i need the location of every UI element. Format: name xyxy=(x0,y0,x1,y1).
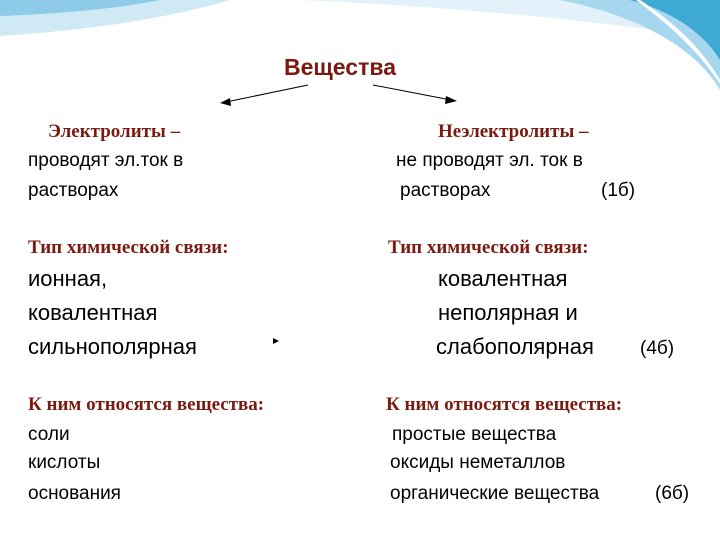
nonelectrolytes-heading: Неэлектролиты – xyxy=(438,121,589,142)
right-bond-line-3: слабополярная xyxy=(436,334,594,359)
left-bond-line-3: сильнополярная xyxy=(28,334,197,359)
left-bond-line-1: ионная, xyxy=(28,266,108,291)
left-substance-3: основания xyxy=(28,483,121,504)
right-bond-line-2: неполярная и xyxy=(438,300,578,325)
right-substances-heading: К ним относятся вещества: xyxy=(386,394,623,415)
score-2: (4б) xyxy=(640,338,675,359)
score-3: (6б) xyxy=(655,483,690,504)
score-1: (1б) xyxy=(601,180,636,201)
right-bond-heading: Тип химической связи: xyxy=(388,237,589,258)
right-bond-line-1: ковалентная xyxy=(438,266,568,291)
left-substances-heading: К ним относятся вещества: xyxy=(28,394,265,415)
right-substance-1: простые вещества xyxy=(392,424,557,445)
nonelectrolytes-line-1: не проводят эл. ток в xyxy=(396,150,583,171)
right-substance-2: оксиды неметаллов xyxy=(390,452,566,473)
electrolytes-line-1: проводят эл.ток в xyxy=(28,150,184,171)
left-bond-heading: Тип химической связи: xyxy=(28,237,229,258)
right-substance-3: органические вещества xyxy=(390,483,600,504)
electrolytes-heading: Электролиты – xyxy=(48,121,181,142)
left-bond-line-2: ковалентная xyxy=(28,300,158,325)
left-substance-1: соли xyxy=(28,424,70,445)
nonelectrolytes-line-2: растворах xyxy=(400,180,491,201)
stray-marker xyxy=(273,338,279,344)
electrolytes-line-2: растворах xyxy=(28,180,119,201)
left-substance-2: кислоты xyxy=(28,452,101,473)
page-title: Вещества xyxy=(284,54,396,80)
